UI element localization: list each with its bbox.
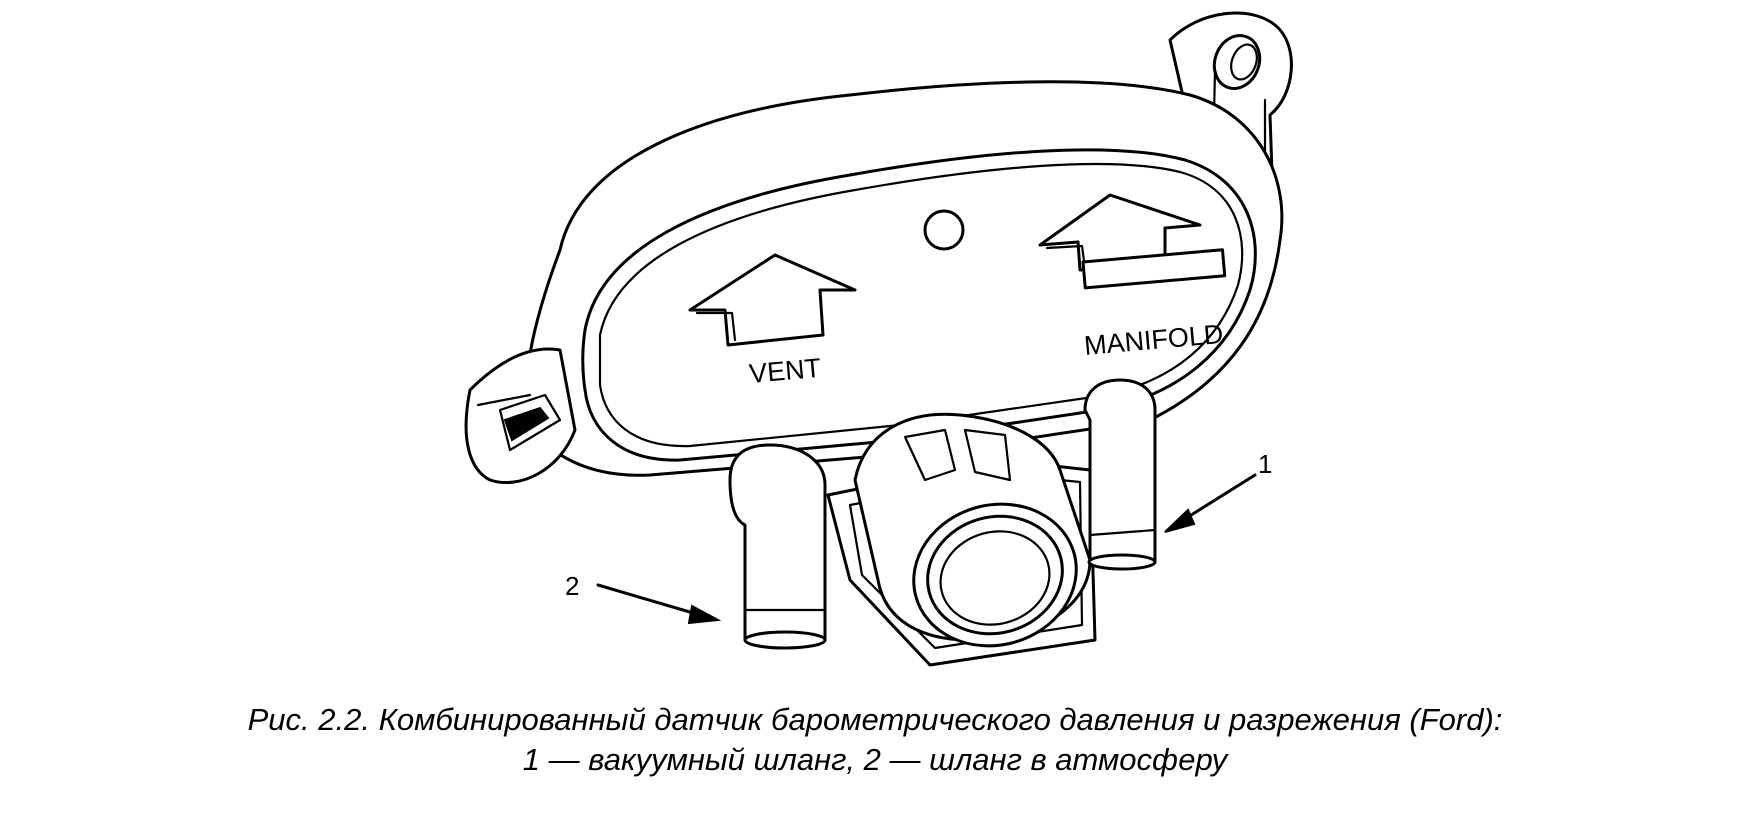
callout-2: 2 [565, 571, 722, 625]
callout-1-number: 1 [1258, 449, 1272, 479]
callout-2-number: 2 [565, 571, 579, 601]
manifold-arrow-icon [1038, 193, 1227, 290]
indicator-dot [923, 209, 965, 251]
sensor-illustration: VENT MANIFOLD [464, 11, 1293, 667]
vent-label: VENT [748, 353, 822, 389]
vacuum-hose-nipple [1083, 378, 1157, 571]
callout-1: 1 [1164, 449, 1272, 533]
atmosphere-hose-nipple [728, 443, 827, 650]
electrical-connector [853, 412, 1092, 648]
vent-arrow-icon [688, 253, 857, 347]
figure-caption: Рис. 2.2. Комбинированный датчик баромет… [0, 700, 1750, 780]
sensor-housing [524, 80, 1284, 477]
caption-line-2: 1 — вакуумный шланг, 2 — шланг в атмосфе… [522, 742, 1228, 777]
sensor-diagram: VENT MANIFOLD [464, 11, 1293, 667]
left-bracket [464, 347, 577, 485]
caption-line-1: Рис. 2.2. Комбинированный датчик баромет… [247, 702, 1503, 737]
